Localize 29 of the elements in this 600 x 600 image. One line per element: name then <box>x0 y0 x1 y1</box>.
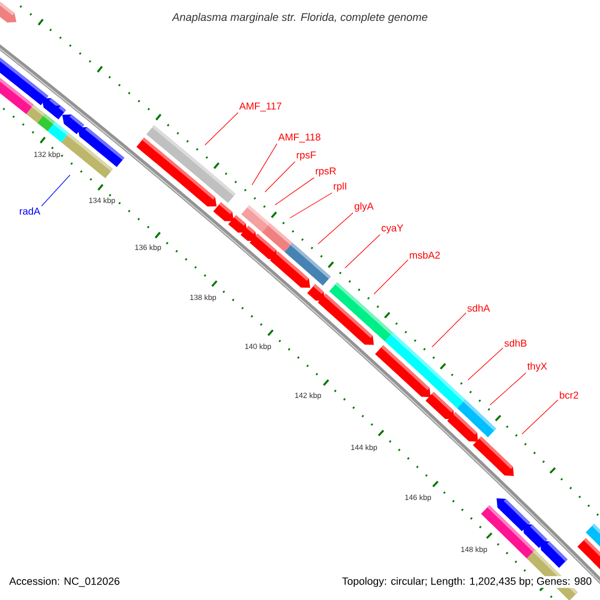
leader-line <box>264 161 296 192</box>
gene-label: thyX <box>527 362 547 372</box>
footer-text: Topology: circular; Length: 1,202,435 bp; Genes: 980 <box>340 576 593 588</box>
gene-label: sdhA <box>468 304 490 312</box>
footer-text: Accession: NC_012026 <box>8 576 121 588</box>
gene-label: rpsR <box>316 168 336 176</box>
gene-label: bcr2 <box>560 391 578 399</box>
title: Anaplasma marginale str. Florida, complete genome <box>172 12 428 24</box>
gene-label: cyaY <box>382 224 404 234</box>
leader-line <box>374 260 408 294</box>
leader-line <box>522 400 558 434</box>
gene-label: msbA2 <box>410 251 440 259</box>
leader-line <box>432 312 466 348</box>
leader-line <box>274 177 314 206</box>
leader-line <box>204 112 238 146</box>
gene-label: glyA <box>354 202 374 212</box>
leader-line <box>318 212 354 244</box>
leader-line <box>290 192 332 218</box>
leader-line <box>468 348 504 380</box>
leader-line <box>252 143 278 186</box>
gene-label: sdhB <box>504 339 526 347</box>
gene-label: rplI <box>334 182 346 192</box>
gene-label: rpsF <box>296 152 316 160</box>
gene-label: radA <box>20 207 40 215</box>
gene-label: AMF_117 <box>239 102 282 112</box>
leader-line <box>41 174 70 206</box>
leader-line <box>344 234 380 268</box>
gene-label: AMF_118 <box>278 134 320 142</box>
leader-line <box>490 372 526 406</box>
